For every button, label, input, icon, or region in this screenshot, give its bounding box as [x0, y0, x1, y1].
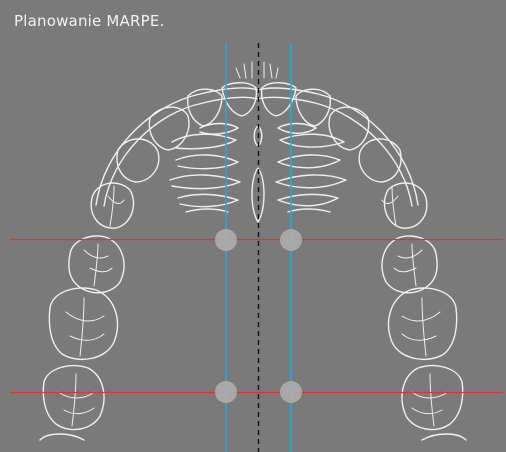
- implant-position-marker-posterior-right[interactable]: [280, 381, 302, 403]
- page-title: Planowanie MARPE.: [14, 12, 165, 30]
- implant-position-marker-anterior-left[interactable]: [215, 229, 237, 251]
- implant-position-marker-posterior-left[interactable]: [215, 381, 237, 403]
- implant-position-marker-anterior-right[interactable]: [280, 229, 302, 251]
